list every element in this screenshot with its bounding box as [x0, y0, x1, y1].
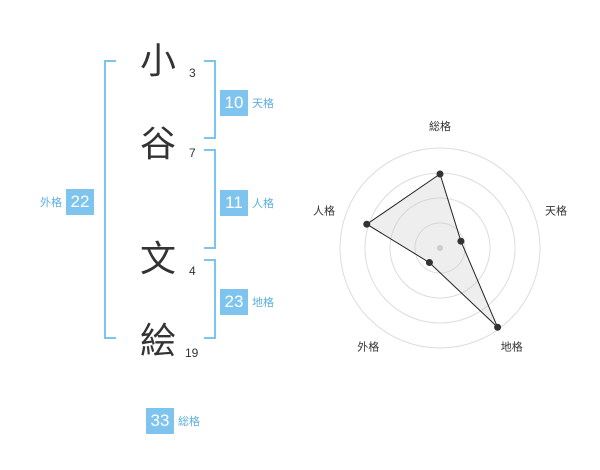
- soukaku-label: 総格: [178, 415, 200, 428]
- chikaku-box: 23 地格: [220, 289, 278, 315]
- radar-axis-label-2: 天格: [545, 203, 567, 217]
- chikaku-label: 地格: [252, 296, 274, 309]
- gaikaku-label: 外格: [40, 196, 62, 209]
- radar-axis-label-5: 人格: [313, 203, 335, 217]
- chikaku-bracket: [204, 259, 216, 339]
- tenkaku-label: 天格: [252, 97, 274, 110]
- gaikaku-box: 外格 22: [36, 189, 94, 215]
- tenkaku-bracket: [204, 60, 216, 139]
- radar-point-2: [457, 237, 465, 245]
- chikaku-value: 23: [220, 289, 248, 315]
- radar-series-polygon: [365, 173, 499, 328]
- stroke-count-3: 4: [189, 264, 196, 278]
- jinkaku-label: 人格: [252, 197, 274, 210]
- radar-point-5: [363, 220, 371, 228]
- radar-point-4: [425, 259, 433, 267]
- name-char-2: 谷: [140, 124, 177, 165]
- stroke-count-2: 7: [189, 146, 196, 160]
- jinkaku-bracket: [204, 149, 216, 249]
- radar-axis-label-4: 外格: [357, 340, 379, 354]
- gaikaku-bracket: [104, 60, 116, 339]
- stroke-count-4: 19: [185, 346, 199, 360]
- radar-center-dot: [437, 245, 443, 251]
- tenkaku-box: 10 天格: [220, 90, 278, 116]
- soukaku-value: 33: [146, 408, 174, 434]
- name-char-3: 文: [140, 239, 177, 280]
- jinkaku-box: 11 人格: [220, 190, 278, 216]
- radar-axis-label-3: 地格: [501, 340, 523, 354]
- radar-axis-label-1: 総格: [429, 119, 451, 133]
- radar-point-1: [436, 170, 444, 178]
- gaikaku-value: 22: [66, 189, 94, 215]
- soukaku-box: 33 総格: [146, 408, 204, 434]
- radar-ring-2: [389, 197, 491, 299]
- stroke-count-1: 3: [189, 66, 196, 80]
- name-char-4: 絵: [140, 321, 177, 362]
- radar-ring-4: [339, 147, 541, 349]
- tenkaku-value: 10: [220, 90, 248, 116]
- radar-point-3: [494, 323, 502, 331]
- name-char-1: 小: [140, 41, 177, 82]
- jinkaku-value: 11: [220, 190, 248, 216]
